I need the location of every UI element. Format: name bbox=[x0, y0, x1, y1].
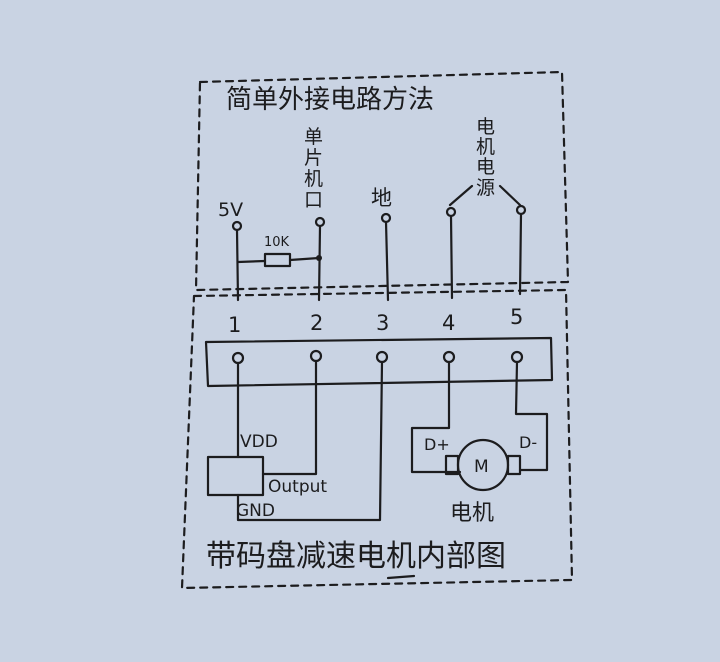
pin-number-2: 2 bbox=[310, 311, 323, 335]
resistor-label: 10K bbox=[264, 235, 290, 250]
svg-text:电: 电 bbox=[476, 156, 495, 178]
svg-text:口: 口 bbox=[304, 189, 323, 211]
wire-pin4 bbox=[449, 214, 454, 300]
motor-symbol bbox=[456, 438, 510, 492]
label-output: Output bbox=[268, 477, 327, 497]
encoder-sensor bbox=[206, 455, 265, 497]
pin-number-4: 4 bbox=[442, 311, 455, 335]
wire-pin5 bbox=[518, 212, 523, 296]
motor-m-label: M bbox=[474, 457, 489, 477]
resistor-leads bbox=[236, 256, 321, 264]
connector-block bbox=[204, 336, 554, 388]
svg-text:机: 机 bbox=[476, 136, 495, 158]
motor-power-arrows bbox=[448, 184, 522, 207]
resistor-10k bbox=[263, 252, 292, 268]
label-gnd: GND bbox=[236, 501, 275, 521]
svg-text:电: 电 bbox=[476, 116, 495, 138]
wire-output bbox=[261, 359, 318, 476]
external-circuit-frame bbox=[194, 70, 570, 292]
label-5v: 5V bbox=[218, 199, 243, 221]
internal-title: 带码盘减速电机内部图 bbox=[206, 539, 506, 574]
wire-pin3 bbox=[384, 220, 390, 302]
wire-pin1 bbox=[235, 228, 240, 302]
external-title: 简单外接电路方法 bbox=[226, 85, 434, 115]
pin-number-1: 1 bbox=[228, 313, 241, 337]
pin-number-5: 5 bbox=[510, 305, 523, 329]
internal-circuit-frame bbox=[180, 288, 574, 590]
label-motor-power: 电 机 电 源 bbox=[476, 116, 495, 199]
svg-text:机: 机 bbox=[304, 168, 323, 190]
wire-motor-minus bbox=[514, 360, 549, 472]
motor-caption: 电机 bbox=[450, 501, 494, 526]
label-mcu-port: 单 片 机 口 bbox=[304, 126, 323, 211]
svg-text:源: 源 bbox=[476, 177, 495, 199]
wire-gnd bbox=[236, 360, 384, 522]
svg-text:片: 片 bbox=[304, 147, 323, 169]
label-motor-plus: D+ bbox=[424, 435, 450, 454]
label-motor-minus: D- bbox=[519, 433, 537, 452]
junction-dot bbox=[316, 255, 322, 261]
pin-number-3: 3 bbox=[376, 311, 389, 335]
title-underline-stroke bbox=[386, 574, 416, 580]
svg-text:单: 单 bbox=[304, 126, 323, 148]
wire-pin2 bbox=[317, 224, 322, 302]
wire-motor-plus bbox=[410, 360, 462, 474]
label-vdd: VDD bbox=[240, 432, 278, 452]
label-ground: 地 bbox=[371, 186, 392, 210]
